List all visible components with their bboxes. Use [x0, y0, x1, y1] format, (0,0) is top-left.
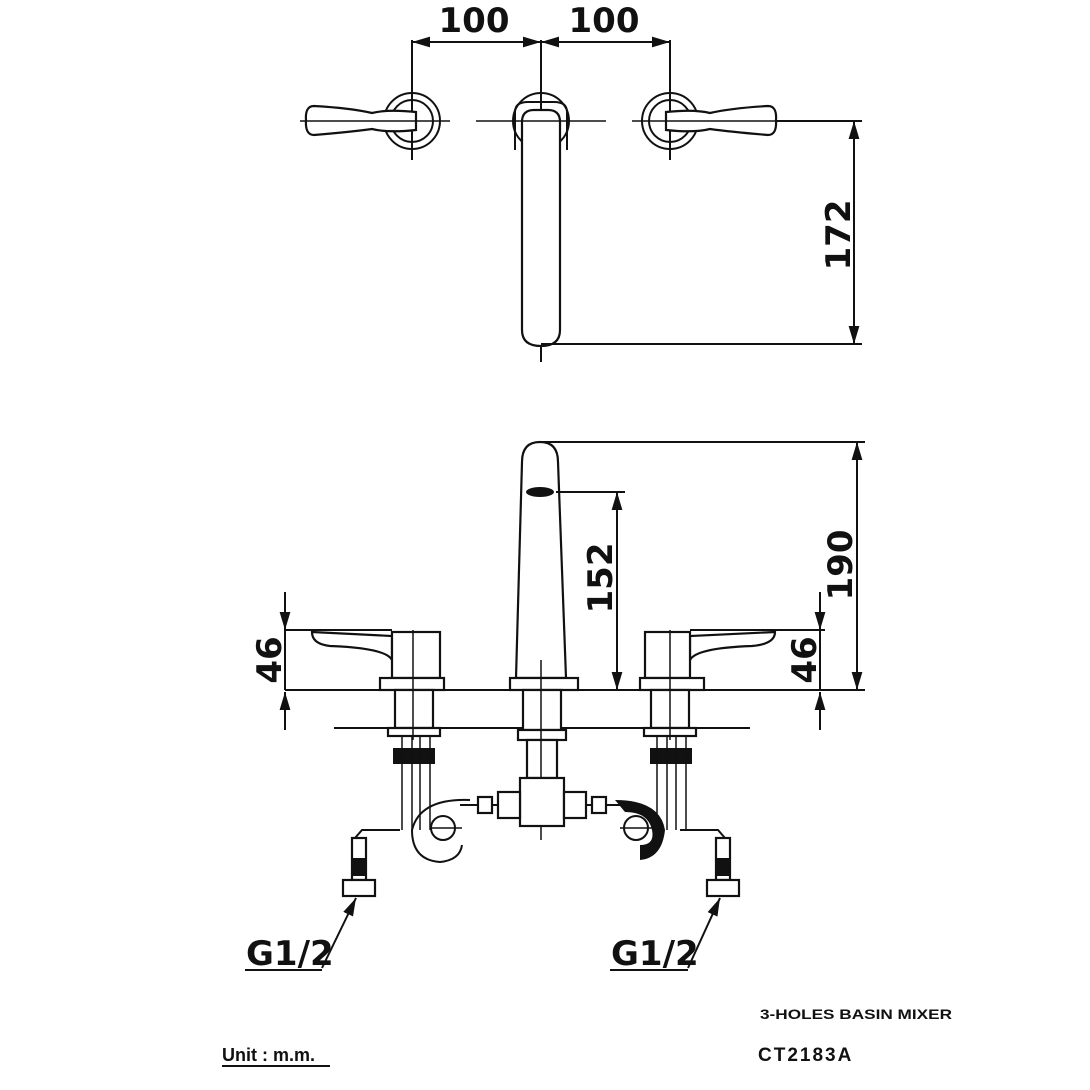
dim-outlet-height: 152 — [581, 543, 621, 614]
mixing-body — [410, 776, 665, 864]
dim-right-handle-height: 46 — [785, 636, 825, 683]
left-inlet-label: G1/2 — [246, 934, 334, 974]
dim-overall-height: 190 — [821, 530, 861, 601]
dim-left-spacing: 100 — [439, 1, 510, 41]
model-number: CT2183A — [758, 1045, 853, 1066]
dim-spout-reach: 172 — [819, 200, 859, 271]
left-handle-front — [310, 630, 446, 830]
spout-outlet — [526, 487, 554, 497]
spout-top — [476, 92, 606, 348]
dim-left-handle-height: 46 — [250, 636, 290, 683]
left-handle-top — [300, 92, 450, 150]
product-name: 3-HOLES BASIN MIXER — [760, 1006, 952, 1022]
top-view: 100 100 172 — [300, 1, 862, 362]
left-inlet-hose — [341, 829, 400, 898]
right-handle-top — [632, 92, 780, 150]
front-view: G1/2 G1/2 46 46 152 190 — [245, 440, 865, 974]
right-inlet-hose — [680, 829, 741, 898]
right-handle-front — [638, 630, 777, 830]
dim-right-spacing: 100 — [569, 1, 640, 41]
title-block: 3-HOLES BASIN MIXER CT2183A Unit : m.m. — [222, 1006, 952, 1067]
unit-label: Unit : m.m. — [222, 1045, 315, 1065]
right-inlet-label: G1/2 — [611, 934, 699, 974]
